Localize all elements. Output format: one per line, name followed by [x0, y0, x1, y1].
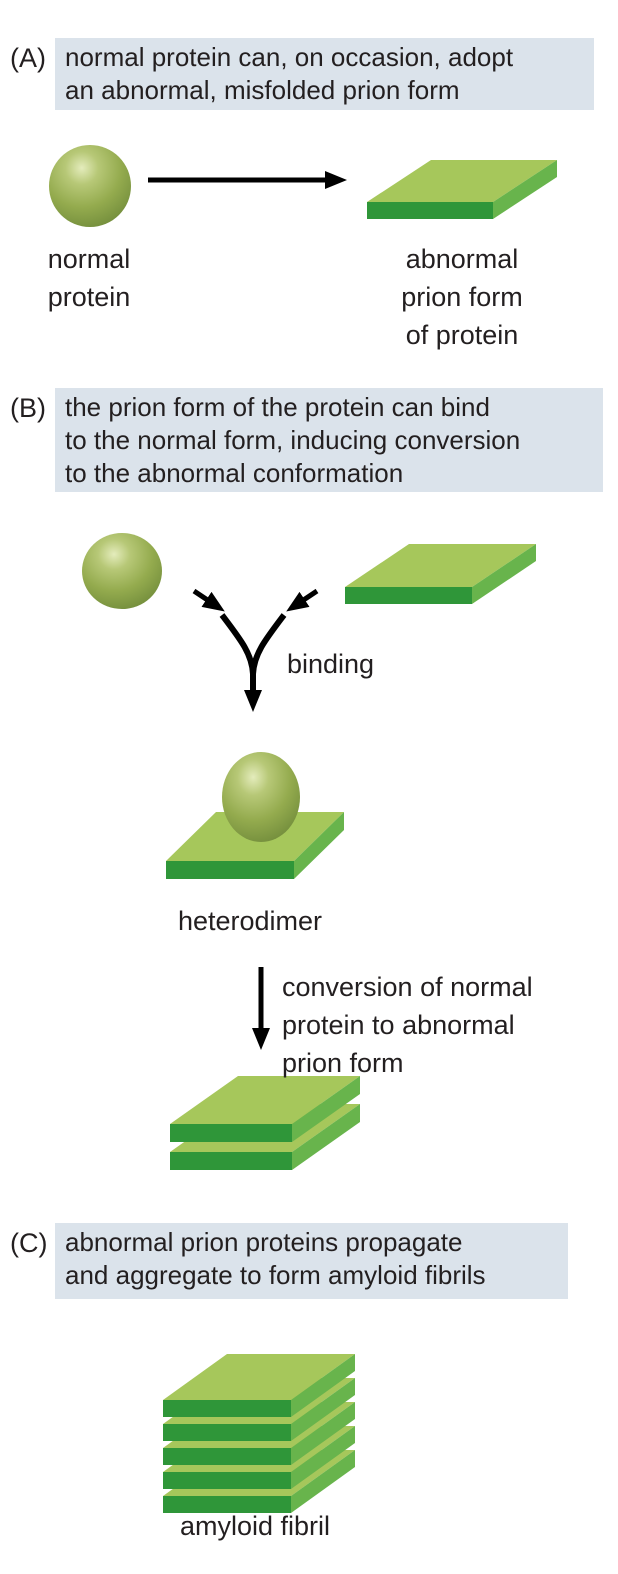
conversion-label: conversion of normal protein to abnormal… [282, 972, 533, 1078]
abnormal-prion-form-label: abnormal prion form of protein [401, 244, 523, 350]
sphere-layer [49, 145, 300, 842]
slab-prion-b-icon [345, 544, 536, 604]
slab-layer [163, 160, 557, 1513]
binding-label: binding [287, 649, 375, 679]
amyloid-fibril-label: amyloid fibril [179, 1511, 331, 1541]
arrow-binding-left-icon [192, 588, 225, 612]
panel-a-tag: (A) [10, 43, 46, 73]
sphere-normal-protein-b-icon [82, 533, 162, 609]
arrow-binding-right-icon [286, 588, 319, 612]
sphere-heterodimer-icon [222, 752, 300, 842]
arrow-binding-merge-right-icon [250, 613, 287, 675]
panel-c-tag: (C) [10, 1228, 48, 1258]
slab-pair-top-icon [170, 1076, 360, 1142]
panel-c-header: abnormal prion proteins propagate and ag… [55, 1223, 568, 1299]
normal-protein-label: normal protein [47, 244, 131, 312]
panel-b-tag: (B) [10, 393, 46, 423]
slab-abnormal-prion-a-icon [367, 160, 557, 219]
slab-fibril-1-icon [163, 1354, 355, 1417]
arrow-binding-merge-left-icon [219, 613, 262, 712]
sphere-normal-protein-a-icon [49, 145, 131, 227]
panel-a-header: normal protein can, on occasion, adopt a… [55, 38, 594, 110]
arrow-layer [148, 171, 347, 1050]
panel-b-header: the prion form of the protein can bind t… [55, 388, 603, 492]
heterodimer-label: heterodimer [177, 906, 323, 936]
